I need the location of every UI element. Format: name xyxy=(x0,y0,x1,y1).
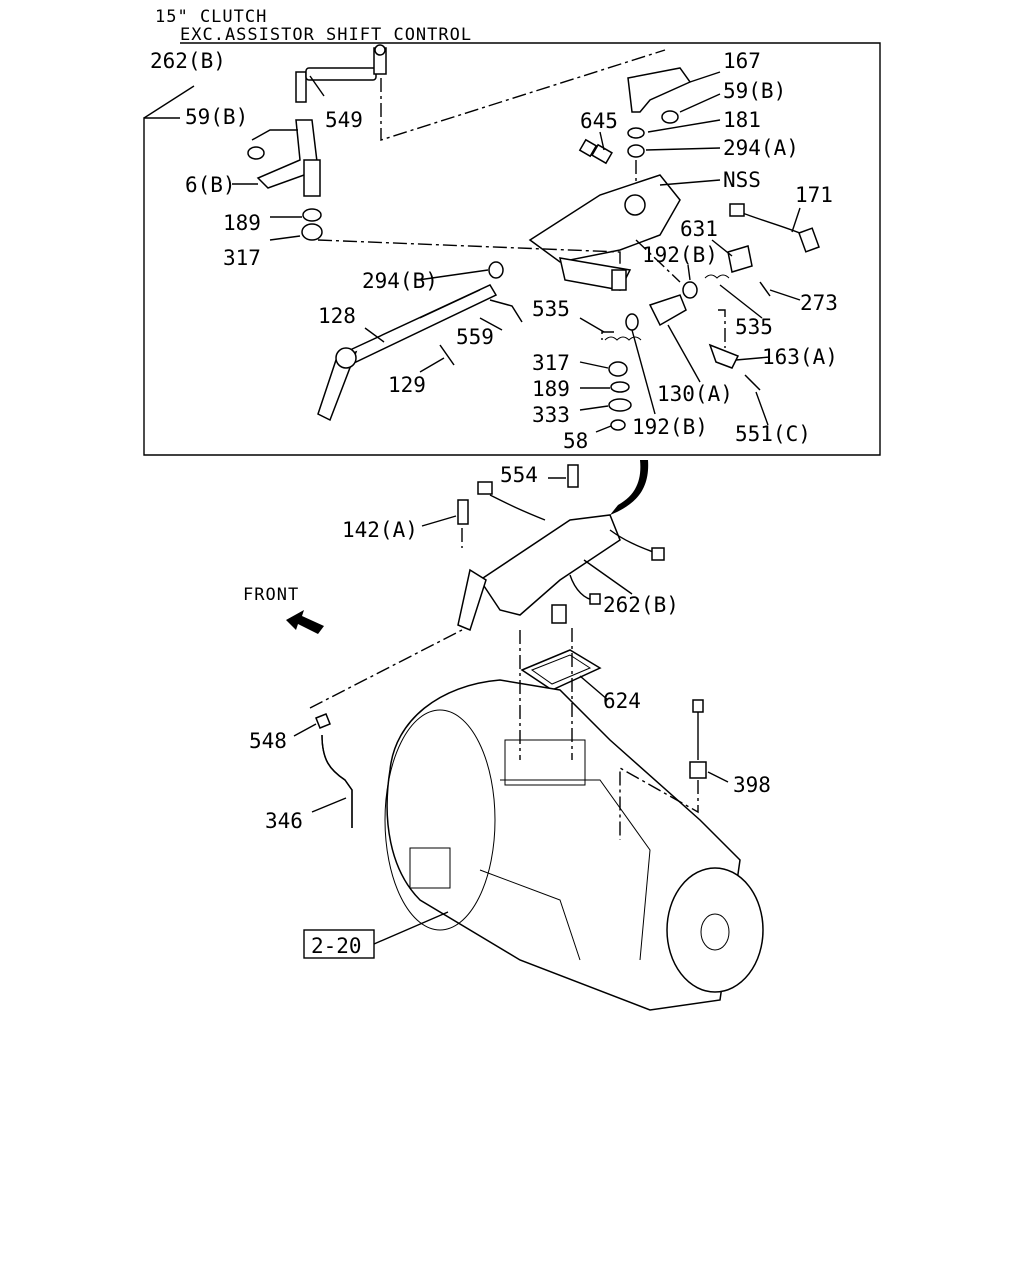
switch-398 xyxy=(689,699,707,779)
lever-167 xyxy=(627,67,692,113)
callout-273: 273 xyxy=(800,291,838,315)
pin-129 xyxy=(439,344,455,366)
nut-59b-right xyxy=(661,110,679,124)
shift-assembly xyxy=(457,464,665,632)
callout-317-mid: 317 xyxy=(532,351,570,375)
rod-end-549 xyxy=(295,44,387,103)
callout-nss: NSS xyxy=(723,168,761,192)
oring-189-left xyxy=(302,208,322,222)
callout-163a: 163(A) xyxy=(762,345,838,369)
oring-189-mid xyxy=(610,381,630,393)
clip-548 xyxy=(315,713,331,729)
washer-333 xyxy=(608,398,632,412)
callout-398: 398 xyxy=(733,773,771,797)
route-548 xyxy=(309,629,463,709)
callout-535-a: 535 xyxy=(532,297,570,321)
washer-192b-lower xyxy=(625,313,639,331)
callout-6b: 6(B) xyxy=(185,173,236,197)
block-631 xyxy=(727,245,753,273)
nut-58 xyxy=(610,419,626,431)
callout-167: 167 xyxy=(723,49,761,73)
bolt-142a xyxy=(457,499,469,525)
gasket-624 xyxy=(520,649,602,691)
callout-171: 171 xyxy=(795,183,833,207)
header-clutch: 15" CLUTCH xyxy=(155,7,267,27)
route-535 xyxy=(601,331,614,340)
callout-262b-top: 262(B) xyxy=(150,49,226,73)
nut-59b-left xyxy=(247,146,265,160)
bolt-559 xyxy=(489,299,523,323)
pivot-130a xyxy=(648,294,687,327)
bush-317-left xyxy=(301,223,323,241)
callout-189-mid: 189 xyxy=(532,377,570,401)
callout-554: 554 xyxy=(500,463,538,487)
callout-535-b: 535 xyxy=(735,315,773,339)
callout-333: 333 xyxy=(532,403,570,427)
inset-frame xyxy=(143,42,881,456)
callout-128: 128 xyxy=(318,304,356,328)
spring-535-left xyxy=(604,336,642,341)
callout-59b-right: 59(B) xyxy=(723,79,786,103)
route-192 xyxy=(635,239,681,283)
callout-58: 58 xyxy=(563,429,588,453)
callout-142a: 142(A) xyxy=(342,518,418,542)
leader-549-line xyxy=(380,49,666,141)
callout-317-left: 317 xyxy=(223,246,261,270)
pin-273 xyxy=(759,281,771,297)
callout-130a: 130(A) xyxy=(657,382,733,406)
seal-294b xyxy=(488,261,504,279)
lever-6b xyxy=(256,119,321,197)
inset-pointer-arrow xyxy=(610,460,649,515)
callout-189-left: 189 xyxy=(223,211,261,235)
inset-frame-diagonal xyxy=(143,85,195,119)
callout-181: 181 xyxy=(723,108,761,132)
callout-294b: 294(B) xyxy=(362,269,438,293)
washer-294a xyxy=(627,144,645,158)
lever-163a xyxy=(708,343,740,369)
callout-192b-a: 192(B) xyxy=(642,243,718,267)
spring-535-right xyxy=(704,274,730,279)
sensor-645 xyxy=(578,138,613,165)
shaft-128 xyxy=(317,284,498,422)
callout-624: 624 xyxy=(603,689,641,713)
route-163 xyxy=(718,309,726,348)
leader-lines xyxy=(232,71,801,813)
callout-551c: 551(C) xyxy=(735,422,811,446)
route-317 xyxy=(317,239,621,268)
callout-645: 645 xyxy=(580,109,618,133)
callout-294a: 294(A) xyxy=(723,136,799,160)
callout-548: 548 xyxy=(249,729,287,753)
header-variant: EXC.ASSISTOR SHIFT CONTROL xyxy=(180,25,472,45)
leader-2-20 xyxy=(373,911,449,945)
front-label: FRONT xyxy=(243,585,299,605)
route-398 xyxy=(619,766,699,840)
callout-631: 631 xyxy=(680,217,718,241)
front-arrow-icon xyxy=(286,610,324,634)
ref-label-2-20: 2-20 xyxy=(311,934,362,958)
callout-549: 549 xyxy=(325,108,363,132)
pin-551c xyxy=(744,374,761,391)
callout-192b-b: 192(B) xyxy=(632,415,708,439)
shift-housing xyxy=(528,174,681,291)
washer-192b-upper xyxy=(682,281,698,299)
callout-129: 129 xyxy=(388,373,426,397)
callout-346: 346 xyxy=(265,809,303,833)
bush-317-mid xyxy=(608,361,628,377)
callout-262b-low: 262(B) xyxy=(603,593,679,617)
hose-346 xyxy=(321,734,353,828)
harness-171 xyxy=(729,203,820,253)
callout-59b-left: 59(B) xyxy=(185,105,248,129)
washer-181 xyxy=(627,127,645,139)
transmission-case xyxy=(384,679,764,1011)
callout-559: 559 xyxy=(456,325,494,349)
